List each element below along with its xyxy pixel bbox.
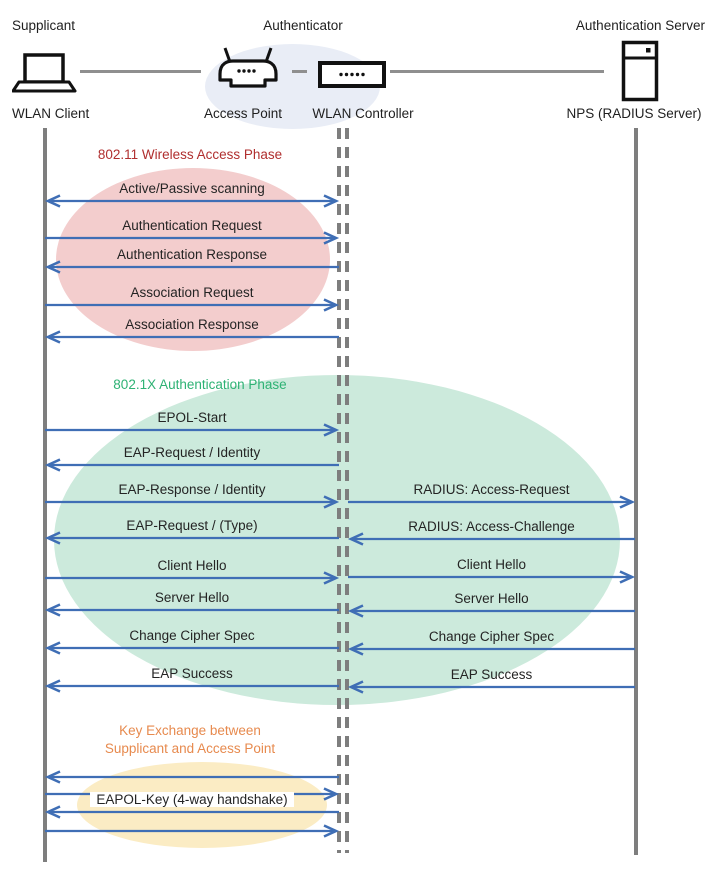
message-arrow-left xyxy=(44,805,339,819)
message-arrow-left xyxy=(347,680,635,694)
message-arrow-left xyxy=(44,260,339,274)
phase1-title: 802.11 Wireless Access Phase xyxy=(97,147,283,162)
message-label: EAP Success xyxy=(47,666,337,682)
role-label-authenticator: Authenticator xyxy=(263,18,343,33)
message-label-text: EAP Success xyxy=(151,666,233,681)
message-label: Change Cipher Spec xyxy=(47,628,337,644)
message-arrow-left xyxy=(44,531,339,545)
message-label-text: RADIUS: Access-Request xyxy=(413,482,570,497)
connector-dash xyxy=(292,70,307,73)
message-arrow-left xyxy=(44,679,339,693)
message-arrow-right xyxy=(45,495,340,509)
message-label-text: Active/Passive scanning xyxy=(119,181,265,196)
message-label-text: Association Request xyxy=(130,285,254,300)
phase3-title-line1: Key Exchange between xyxy=(119,723,261,738)
phase3-title: Key Exchange between Supplicant and Acce… xyxy=(60,722,320,758)
message-arrow-left xyxy=(347,532,635,546)
message-label: Association Request xyxy=(47,285,337,301)
message-arrow-left xyxy=(44,770,339,784)
node-label-wlan-client: WLAN Client xyxy=(12,106,90,121)
message-label: RADIUS: Access-Request xyxy=(350,482,633,498)
message-label-text: RADIUS: Access-Challenge xyxy=(408,519,575,534)
message-label: EAP Success xyxy=(350,667,633,683)
message-arrow-left xyxy=(347,604,635,618)
message-label: Change Cipher Spec xyxy=(350,629,633,645)
message-label-text: Client Hello xyxy=(456,557,527,572)
server-icon xyxy=(621,40,659,102)
message-label: EAP-Request / (Type) xyxy=(47,518,337,534)
message-label-text: Client Hello xyxy=(157,558,227,573)
message-label-text: Server Hello xyxy=(154,590,230,605)
message-arrow-left xyxy=(44,330,339,344)
message-label-text: Authentication Request xyxy=(122,218,262,233)
phase1-wireless-access-ellipse xyxy=(56,168,330,351)
phase3-title-line2: Supplicant and Access Point xyxy=(104,741,276,756)
message-label-text: Change Cipher Spec xyxy=(428,629,555,644)
message-label: Server Hello xyxy=(47,590,337,606)
message-label: EAP-Response / Identity xyxy=(47,482,337,498)
role-label-authentication-server: Authentication Server xyxy=(575,18,705,33)
message-label: EAP-Request / Identity xyxy=(47,445,337,461)
connector-line xyxy=(390,70,604,73)
message-label-text: Association Response xyxy=(125,317,259,332)
node-label-nps-radius-server: NPS (RADIUS Server) xyxy=(566,106,702,121)
message-label: Active/Passive scanning xyxy=(47,181,337,197)
message-label: Client Hello xyxy=(350,557,633,573)
message-label-text: EPOL-Start xyxy=(157,410,227,425)
message-arrow-right xyxy=(45,571,340,585)
message-arrow-both xyxy=(44,194,340,208)
message-label-text: Server Hello xyxy=(454,591,529,606)
message-arrow-right xyxy=(45,298,340,312)
message-arrow-right xyxy=(45,231,340,245)
message-label-text: EAP Success xyxy=(450,667,533,682)
role-label-supplicant: Supplicant xyxy=(12,18,76,33)
message-arrow-left xyxy=(44,603,339,617)
wireless-router-icon xyxy=(218,47,278,88)
message-label-text: Authentication Response xyxy=(116,247,268,262)
message-arrow-left xyxy=(44,641,339,655)
message-label-text: EAPOL-Key (4-way handshake) xyxy=(90,792,294,807)
message-label: EAPOL-Key (4-way handshake) xyxy=(47,792,337,808)
laptop-icon xyxy=(12,53,77,93)
message-label: Association Response xyxy=(47,317,337,333)
switch-icon xyxy=(318,61,386,88)
message-label: Server Hello xyxy=(350,591,633,607)
message-arrow-left xyxy=(44,458,339,472)
message-label-text: EAP-Request / (Type) xyxy=(126,518,258,533)
node-label-wlan-controller: WLAN Controller xyxy=(312,106,414,121)
message-label: EPOL-Start xyxy=(47,410,337,426)
message-label-text: EAP-Request / Identity xyxy=(123,445,261,460)
connector-line xyxy=(80,70,201,73)
message-label: Authentication Request xyxy=(47,218,337,234)
message-label-text: EAP-Response / Identity xyxy=(118,482,266,497)
message-arrow-right xyxy=(348,495,636,509)
lifeline-nps-server xyxy=(634,128,638,855)
node-label-access-point: Access Point xyxy=(203,106,283,121)
message-arrow-right xyxy=(45,423,340,437)
message-label-text: Change Cipher Spec xyxy=(129,628,255,643)
phase2-title: 802.1X Authentication Phase xyxy=(113,377,287,392)
message-arrow-right xyxy=(348,570,636,584)
message-label: Authentication Response xyxy=(47,247,337,263)
message-arrow-left xyxy=(347,642,635,656)
lifeline-wlan-controller-dashed-2 xyxy=(345,128,349,853)
lifeline-wlan-controller-dashed-1 xyxy=(337,128,341,853)
message-arrow-right xyxy=(45,824,340,838)
lifeline-wlan-client xyxy=(43,128,47,862)
message-label: Client Hello xyxy=(47,558,337,574)
message-label: RADIUS: Access-Challenge xyxy=(350,519,633,535)
